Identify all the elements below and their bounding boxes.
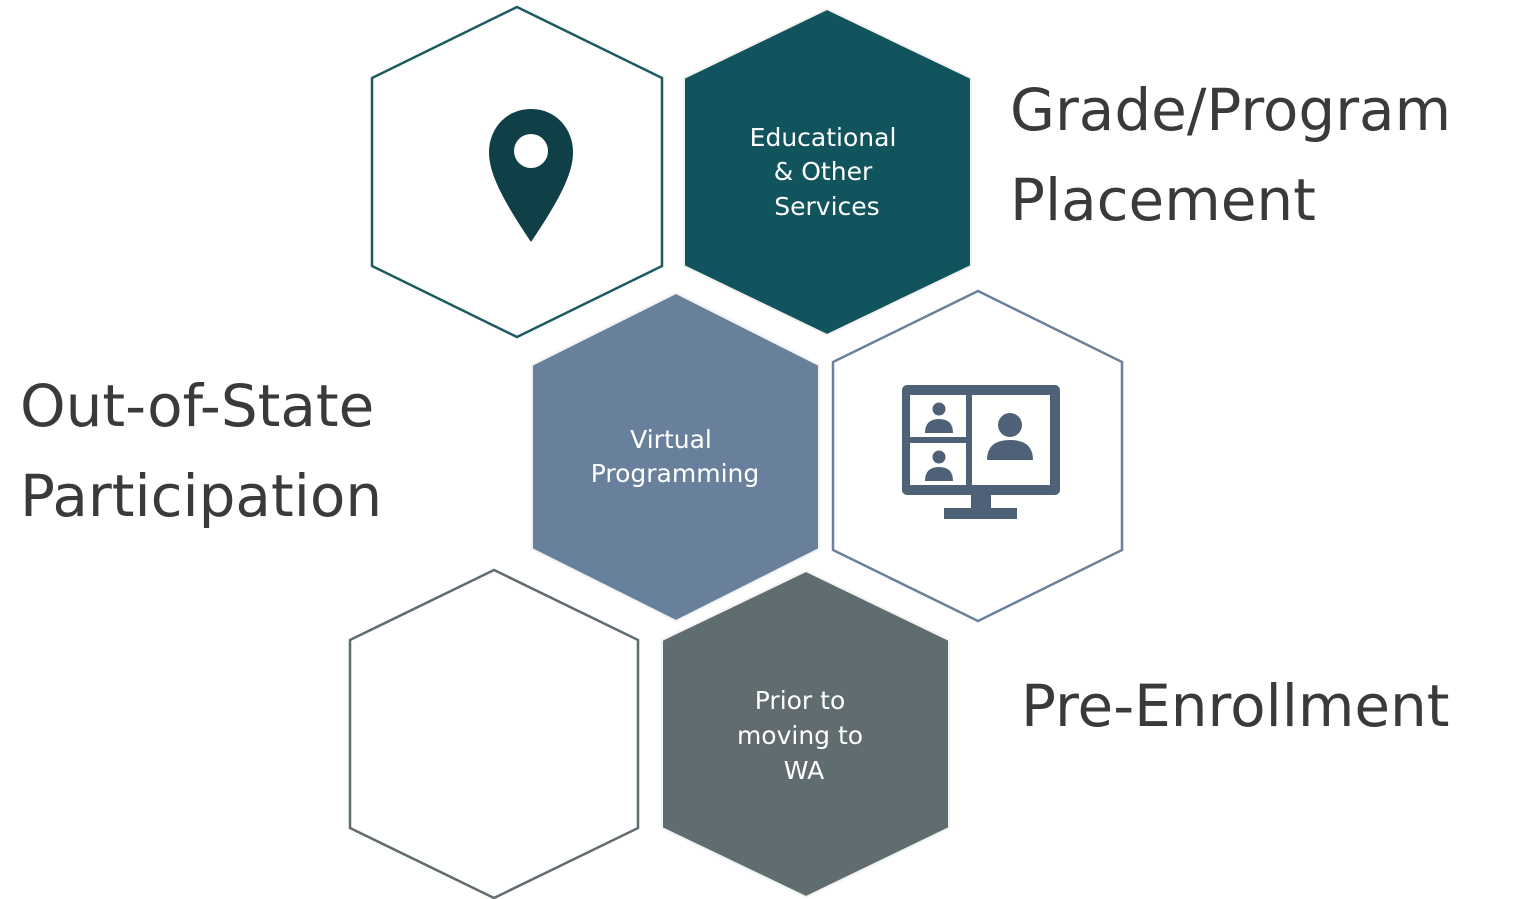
svg-text:Virtual Programming: Virtual Programming <box>591 425 760 488</box>
hex-empty <box>348 568 640 899</box>
hex-label-line: Prior to <box>755 686 845 715</box>
hex-virtual-programming: Virtual Programming <box>531 291 820 623</box>
heading-line: Out-of-State <box>20 372 374 440</box>
hex-label-line: Virtual <box>630 425 712 454</box>
heading-line: Participation <box>20 462 382 530</box>
heading-line: Placement <box>1010 166 1316 234</box>
hex-label-line: moving to <box>737 721 863 750</box>
svg-text:Educational & Other: Educational & Other Services <box>750 123 905 221</box>
heading-line: Pre-Enrollment <box>1021 672 1450 740</box>
heading-out-of-state-participation: Out-of-State Participation <box>20 372 393 530</box>
hex-label-line: & Other <box>774 157 873 186</box>
map-pin-icon <box>489 109 573 242</box>
heading-line: Grade/Program <box>1010 76 1451 144</box>
hex-fill-virtual <box>531 291 820 623</box>
heading-grade-program-placement: Grade/Program Placement <box>1010 76 1470 234</box>
video-conference-monitor-icon <box>902 385 1060 519</box>
hex-virtual-meeting <box>831 289 1124 623</box>
hex-fill-prior <box>661 569 950 899</box>
hex-outline-empty <box>348 568 640 899</box>
hex-label-line: Educational <box>750 123 897 152</box>
heading-pre-enrollment: Pre-Enrollment <box>1021 672 1450 740</box>
hex-prior-to-moving: Prior to moving to WA <box>661 569 950 899</box>
hex-fill-educational <box>683 7 972 337</box>
hex-label-line: Programming <box>591 459 760 488</box>
hex-label-line: Services <box>774 192 879 221</box>
hex-educational-services: Educational & Other Services <box>683 7 972 337</box>
hex-location <box>370 5 664 339</box>
svg-text:Prior to moving to: Prior to moving to WA <box>737 686 871 785</box>
hex-label-line: WA <box>784 756 824 785</box>
